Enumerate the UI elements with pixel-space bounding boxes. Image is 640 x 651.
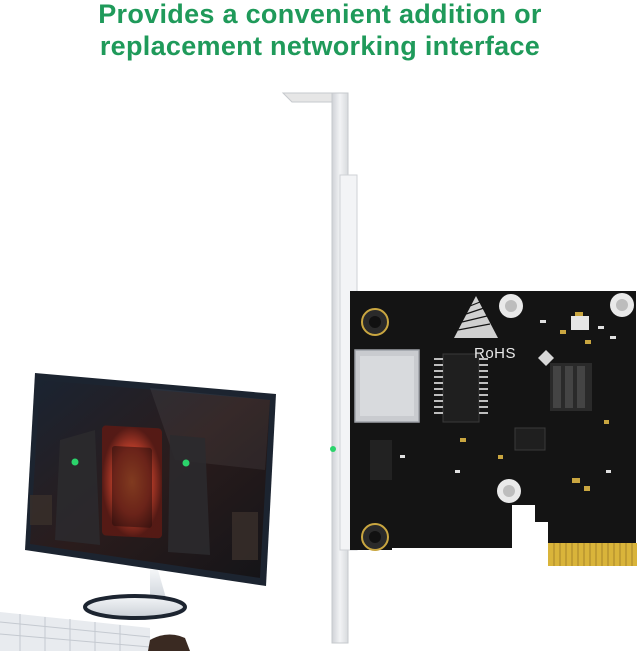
gold-fingers — [548, 543, 637, 566]
rohs-marking: RoHS — [474, 345, 517, 362]
headline-line-2: replacement networking interface — [99, 31, 541, 61]
status-led — [330, 446, 336, 452]
headline-line-1: Provides a convenient addition or — [98, 0, 542, 29]
pcb-board — [350, 291, 637, 566]
